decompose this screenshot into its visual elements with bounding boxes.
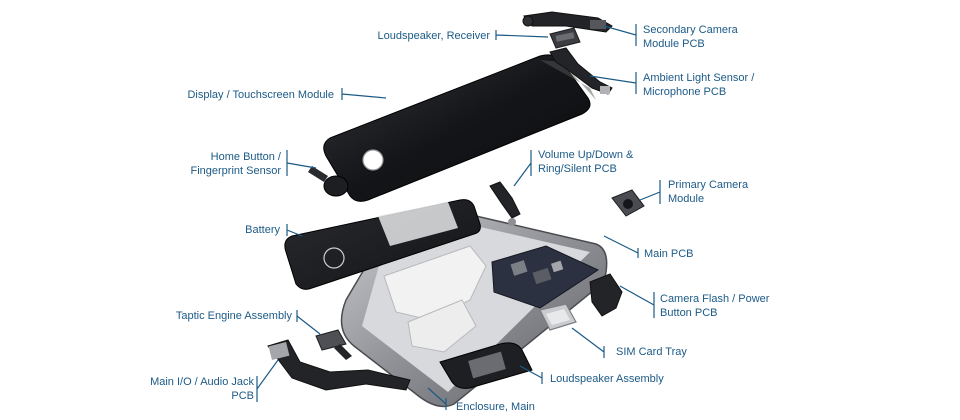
taptic-engine-part	[315, 329, 352, 360]
label-loudspeaker-assembly: Loudspeaker Assembly	[550, 373, 664, 385]
receiver-speaker-part	[549, 27, 581, 49]
label-home-button: Home Button / Fingerprint Sensor	[190, 151, 282, 177]
label-main-pcb: Main PCB	[644, 248, 694, 260]
label-primary-camera-module: Primary Camera Module	[668, 179, 749, 205]
home-button-part	[308, 166, 349, 197]
battery-part	[284, 199, 481, 290]
display-module-part	[323, 54, 596, 202]
label-ambient-light-sensor: Ambient Light Sensor / Microphone PCB	[643, 72, 755, 98]
label-camera-flash-power-button-pcb: Camera Flash / Power Button PCB	[660, 293, 770, 319]
main-pcb-part	[491, 245, 600, 309]
volume-pcb-part	[489, 181, 521, 226]
label-battery: Battery	[245, 224, 280, 236]
sim-tray-part	[539, 303, 577, 331]
leader-lines	[256, 24, 661, 410]
loudspeaker-assembly-part	[439, 342, 533, 389]
label-loudspeaker-receiver: Loudspeaker, Receiver	[377, 30, 490, 42]
primary-camera-part	[611, 189, 645, 217]
ambient-light-pcb-part	[549, 47, 613, 95]
camera-flash-pcb-part	[589, 273, 623, 317]
label-main-io-audio-jack-pcb: Main I/O / Audio Jack PCB	[150, 376, 254, 402]
label-enclosure-main: Enclosure, Main	[456, 401, 535, 413]
main-io-pcb-part	[267, 339, 411, 391]
label-taptic-engine-assembly: Taptic Engine Assembly	[175, 310, 292, 322]
label-sim-card-tray: SIM Card Tray	[616, 346, 687, 358]
secondary-camera-pcb-part	[522, 11, 613, 33]
label-secondary-camera-module-pcb: Secondary Camera Module PCB	[643, 24, 738, 50]
label-display-touchscreen-module: Display / Touchscreen Module	[187, 89, 334, 101]
label-volume-pcb: Volume Up/Down & Ring/Silent PCB	[538, 149, 634, 175]
